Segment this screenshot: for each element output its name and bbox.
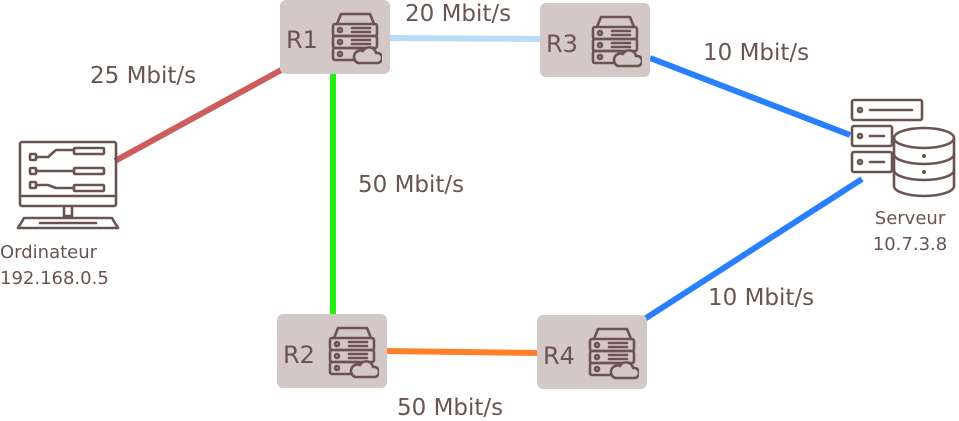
link-label-r1-r3: 20 Mbit/s	[405, 1, 512, 27]
router-r4: R4	[537, 315, 647, 389]
server-cloud-icon	[588, 327, 639, 380]
server-caption: Serveur 10.7.3.8	[862, 206, 958, 258]
computer-caption: Ordinateur 192.168.0.5	[0, 240, 109, 292]
computer-ip: 192.168.0.5	[0, 268, 109, 289]
link-label-r4-server: 10 Mbit/s	[708, 285, 815, 311]
router-r3: R3	[540, 3, 650, 77]
router-r2-label: R2	[283, 341, 315, 369]
router-r2: R2	[277, 314, 387, 388]
link-label-computer-r1: 25 Mbit/s	[90, 63, 197, 89]
link-label-r3-server: 10 Mbit/s	[703, 40, 810, 66]
link-label-r2-r4: 50 Mbit/s	[397, 395, 504, 421]
router-r1-label: R1	[286, 26, 318, 54]
server-cloud-icon	[328, 326, 379, 379]
link-r2-r4	[385, 348, 541, 356]
computer-icon	[16, 140, 120, 230]
link-computer-r1	[113, 66, 285, 164]
link-r1-r3	[389, 35, 543, 42]
router-r4-label: R4	[543, 342, 575, 370]
server-cloud-icon	[591, 15, 642, 68]
database-server-icon	[850, 98, 956, 198]
link-r3-server	[648, 55, 852, 138]
link-label-r1-r2: 50 Mbit/s	[358, 172, 465, 198]
router-r3-label: R3	[546, 30, 578, 58]
link-r4-server	[641, 176, 864, 323]
router-r1: R1	[280, 0, 390, 74]
server-ip: 10.7.3.8	[872, 234, 948, 255]
server-label: Serveur	[874, 208, 946, 229]
computer-label: Ordinateur	[0, 242, 98, 263]
server-cloud-icon	[331, 12, 382, 65]
